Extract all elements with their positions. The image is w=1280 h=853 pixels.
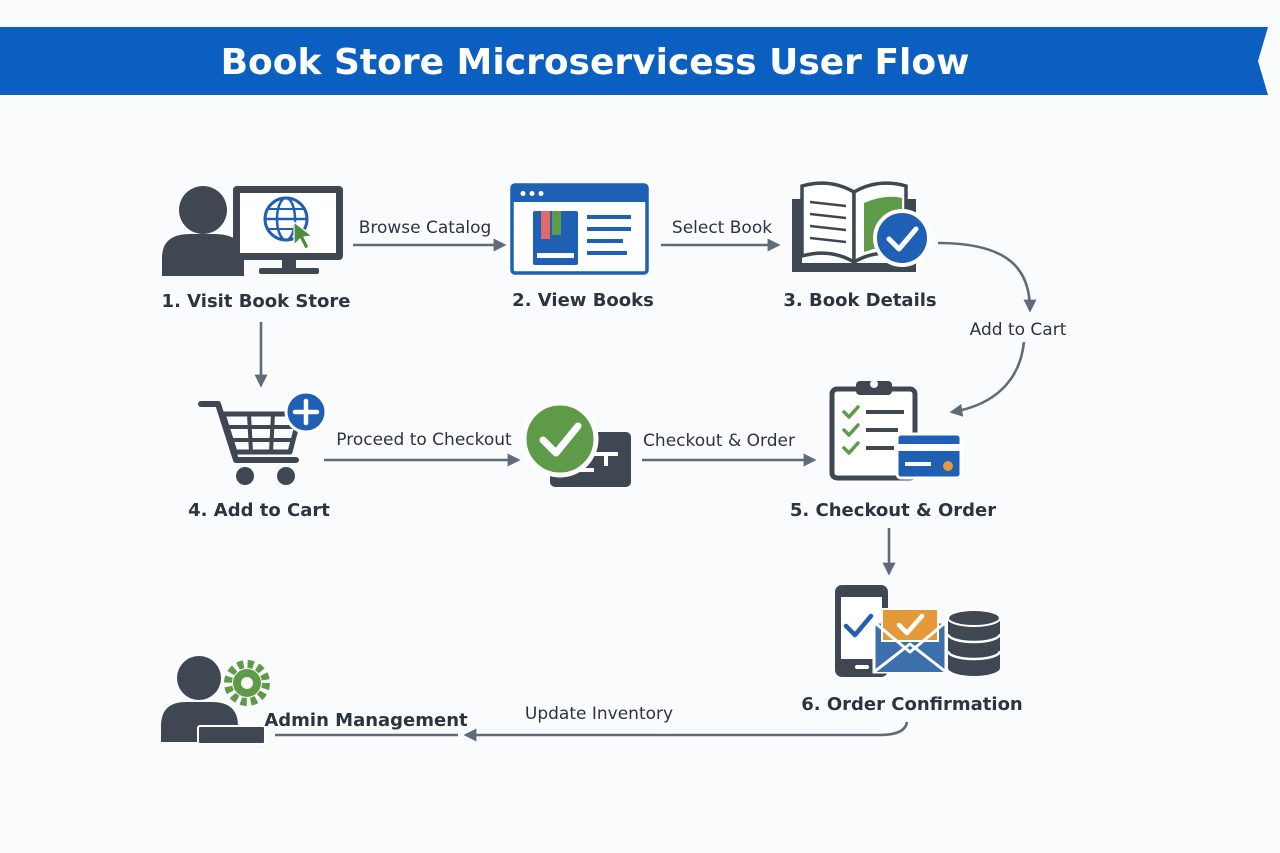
edge-label-proceed-to-checkout: Proceed to Checkout bbox=[336, 430, 512, 450]
connector-add-to-cart-curved bbox=[937, 241, 1037, 417]
open-book-check-icon bbox=[792, 181, 931, 272]
admin-gear-icon bbox=[161, 656, 270, 745]
edge-label-browse-catalog: Browse Catalog bbox=[359, 218, 492, 238]
user-at-computer-icon bbox=[162, 186, 343, 276]
step-label-order-confirmation: 6. Order Confirmation bbox=[801, 694, 1023, 715]
step-label-book-details: 3. Book Details bbox=[783, 290, 936, 311]
envelope-icon bbox=[872, 608, 948, 674]
gear-icon bbox=[224, 660, 270, 706]
step-label-visit-book-store: 1. Visit Book Store bbox=[162, 291, 351, 312]
edge-label-select-book: Select Book bbox=[672, 218, 772, 238]
diagram-title: Book Store Microservicess User Flow bbox=[221, 42, 970, 83]
edge-label-add-to-cart: Add to Cart bbox=[970, 320, 1067, 340]
step-label-view-books: 2. View Books bbox=[512, 290, 654, 311]
step-label-add-to-cart: 4. Add to Cart bbox=[188, 500, 330, 521]
edge-label-update-inventory: Update Inventory bbox=[525, 704, 673, 724]
payment-terminal-check-icon bbox=[521, 400, 631, 487]
edge-label-checkout-order: Checkout & Order bbox=[643, 431, 795, 451]
database-icon bbox=[946, 609, 1002, 676]
phone-envelope-database-icon bbox=[835, 585, 1002, 677]
admin-label: Admin Management bbox=[264, 710, 468, 731]
checklist-card-icon bbox=[829, 380, 963, 481]
book-catalog-window-icon bbox=[510, 183, 649, 275]
connector-update-inventory bbox=[275, 721, 909, 742]
title-banner: Book Store Microservicess User Flow bbox=[0, 27, 1268, 95]
step-label-checkout-order: 5. Checkout & Order bbox=[790, 500, 996, 521]
shopping-cart-add-icon bbox=[198, 390, 328, 485]
